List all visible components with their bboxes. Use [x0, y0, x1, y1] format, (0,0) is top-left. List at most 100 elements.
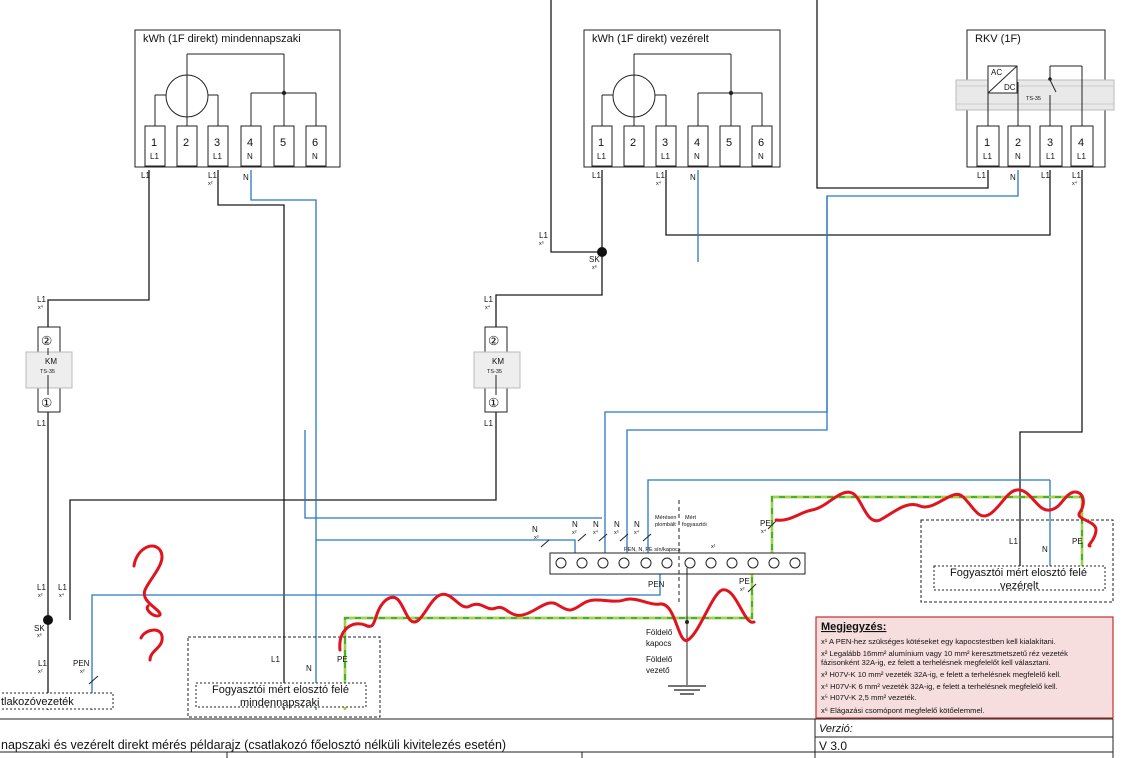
- rkv-rail-label: TS-35: [1026, 96, 1041, 102]
- junction-sk-bottom: [43, 615, 53, 625]
- meter-2-title: kWh (1F direkt) vezérelt: [592, 33, 709, 45]
- service-line-box: tlakozóvezeték: [0, 692, 114, 710]
- busbar-meter-side-2: plombált: [655, 522, 676, 528]
- busbar-meter-side-1: Mérésen: [655, 515, 676, 521]
- note-line-2: x² Legalább 16mm² alumínium vagy 10 mm² …: [821, 649, 1068, 658]
- title-block: napszaki és vezérelt direkt mérés példar…: [0, 718, 1114, 758]
- ctrl-box-line-1: Fogyasztói mért elosztó felé: [950, 567, 1087, 579]
- earth-vezeto-2: vezető: [646, 666, 670, 675]
- black-wires: [47, 0, 1083, 710]
- lbl-service-l1: L1: [38, 659, 47, 668]
- lbl-service-l1-x: x²: [38, 669, 43, 675]
- rkv-terminals: 1 2 3 4 L1 N L1 L1: [976, 125, 1094, 167]
- lbl-m1-n: N: [243, 173, 249, 182]
- breaker-1: ② KM TS-35 ①: [25, 326, 73, 413]
- earth-kapocs-2: kapocs: [646, 639, 671, 648]
- m1-sublabel-1: L1: [150, 152, 159, 161]
- meter-mindennapszaki: kWh (1F direkt) mindennapszaki 1 2 3 4 5…: [134, 29, 341, 168]
- rkv-terminal-3: 3: [1047, 137, 1053, 149]
- note-box: Megjegyzés: x¹ A PEN-hez szükséges kötés…: [815, 616, 1114, 719]
- lbl-service-pen: PEN: [73, 659, 90, 668]
- lbl-bus-n4: N: [614, 520, 620, 529]
- note-title: Megjegyzés:: [821, 621, 886, 633]
- breaker-1-type: KM: [45, 357, 57, 366]
- m2-terminal-3: 3: [662, 137, 668, 149]
- lbl-branch-l1: L1: [58, 583, 67, 592]
- m2-sublabel-6: N: [758, 152, 764, 161]
- service-line-label: tlakozóvezeték: [1, 696, 74, 708]
- lbl-m1-t3-x: x²: [208, 181, 213, 187]
- breaker-2-term-bottom: ①: [488, 396, 499, 410]
- meter-1-title: kWh (1F direkt) mindennapszaki: [143, 33, 301, 45]
- rkv-dc: DC: [1004, 83, 1016, 92]
- lbl-m2-l1: L1: [592, 171, 601, 180]
- note-line-3: fázisonként 32A-ig, ez felett a terhelés…: [821, 658, 1051, 667]
- lbl-bus-pen: PEN: [648, 580, 665, 589]
- lbl-sk-top: SK: [589, 255, 600, 264]
- footer-version-label: Verzió:: [819, 723, 853, 735]
- rkv-din-rail: [955, 79, 1115, 111]
- rkv-receiver: RKV (1F) TS-35 AC DC 1 2 3 4 L1 N L1 L1: [955, 29, 1115, 168]
- lbl-ctrl-n: N: [1042, 545, 1048, 554]
- lbl-m1-l1: L1: [141, 171, 150, 180]
- footer-title: napszaki és vezérelt direkt mérés példar…: [1, 738, 506, 752]
- m1-terminal-6: 6: [312, 137, 318, 149]
- lbl-m2-n: N: [690, 173, 696, 182]
- lbl-bus-pe2: PE: [739, 577, 750, 586]
- earth-vezeto-1: Földelő: [646, 655, 673, 664]
- pe-wires: [343, 495, 1084, 710]
- m1-sublabel-6: N: [312, 152, 318, 161]
- meter-1-terminals: 1 2 3 4 5 6 L1 L1 N N: [144, 125, 327, 167]
- m1-terminal-2: 2: [183, 137, 189, 149]
- note-line-6: x⁵ H07V-K 2,5 mm² vezeték.: [821, 693, 917, 702]
- daily-box-line-1: Fogyasztói mért elosztó felé: [212, 684, 349, 696]
- m2-sublabel-4: N: [694, 152, 700, 161]
- lbl-bus-n1: N: [532, 525, 538, 534]
- breaker-2-type: KM: [492, 357, 504, 366]
- lbl-m2-t3-x: x⁴: [656, 180, 662, 187]
- m1-sublabel-4: N: [247, 152, 253, 161]
- lbl-ctrl-l1: L1: [1009, 537, 1018, 546]
- lbl-br1-top: L1: [37, 295, 46, 304]
- lbl-ctrl-pe: PE: [1072, 537, 1083, 546]
- note-line-1: x¹ A PEN-hez szükséges kötéseket egy kap…: [821, 637, 1056, 646]
- lbl-br1-bottom: L1: [37, 419, 46, 428]
- m1-terminal-4: 4: [247, 137, 253, 149]
- m2-terminal-5: 5: [726, 137, 732, 149]
- lbl-br2-top: L1: [484, 295, 493, 304]
- lbl-br1-top-x: x⁴: [38, 304, 44, 311]
- rkv-sublabel-4: L1: [1077, 152, 1086, 161]
- lbl-feed-x: x⁵: [539, 240, 544, 247]
- lbl-rkv-l1: L1: [977, 171, 986, 180]
- earth-kapocs-1: Földelő: [646, 628, 673, 637]
- note-line-4: x³ H07V-K 10 mm² vezeték 32A-ig, e felet…: [821, 670, 1061, 679]
- breaker-1-term-top: ②: [41, 334, 52, 348]
- rkv-ac: AC: [991, 68, 1002, 77]
- lbl-bus-pe2-x: x²: [740, 587, 745, 593]
- breaker-1-rail: TS-35: [40, 369, 55, 375]
- daily-box-line-2: mindennapszaki: [240, 697, 320, 709]
- m2-terminal-1: 1: [598, 137, 604, 149]
- lbl-bus-n2-x: x²: [572, 530, 577, 536]
- lbl-sk-bottom: SK: [34, 624, 45, 633]
- meter-vezerelt: kWh (1F direkt) vezérelt 1 2 3 4 5 6 L1: [583, 29, 781, 168]
- lbl-br2-top-x: x⁴: [485, 304, 491, 311]
- m2-terminal-2: 2: [630, 137, 636, 149]
- lbl-bus-n3-x: x⁴: [593, 529, 599, 536]
- busbar-consumer-side-2: fogyasztói: [682, 522, 707, 528]
- m1-terminal-3: 3: [214, 137, 220, 149]
- lbl-sk-bottom-x: x⁶: [37, 632, 42, 639]
- busbar: PEN, N, PE sín/kapocs x¹ Mérésen plombál…: [549, 500, 806, 605]
- m2-terminal-6: 6: [758, 137, 764, 149]
- lbl-bus-n3: N: [593, 520, 599, 529]
- rkv-terminal-2: 2: [1015, 137, 1021, 149]
- rkv-sublabel-2: N: [1015, 152, 1021, 161]
- meter-2-terminals: 1 2 3 4 5 6 L1 L1 N N: [591, 125, 773, 167]
- consumer-box-controlled: Fogyasztói mért elosztó felé vezérelt: [920, 519, 1114, 603]
- lbl-bus-n5: N: [634, 520, 640, 529]
- lbl-rkv-t3-l1: L1: [1041, 171, 1050, 180]
- rkv-terminal-4: 4: [1078, 137, 1084, 149]
- m1-terminal-5: 5: [280, 137, 286, 149]
- consumer-box-daily: Fogyasztói mért elosztó felé mindennapsz…: [187, 636, 381, 718]
